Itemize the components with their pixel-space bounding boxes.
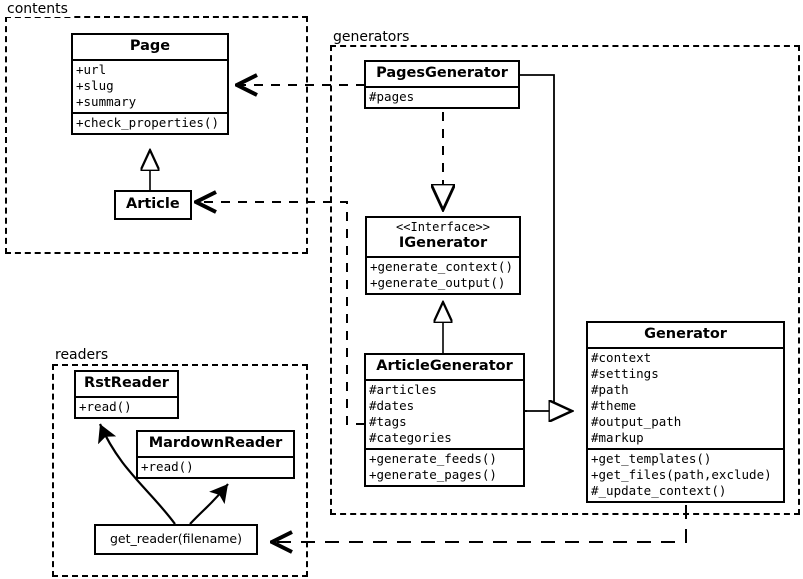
- package-contents: [5, 16, 308, 254]
- class-operation: +read(): [141, 459, 194, 474]
- function-label-get-reader: get_reader(filename): [110, 531, 242, 546]
- class-attribute: #output_path: [591, 414, 682, 429]
- class-box-igenerator[interactable]: <<Interface>> IGenerator +generate_conte…: [365, 216, 521, 295]
- package-label-readers: readers: [52, 347, 112, 363]
- class-box-article[interactable]: Article: [114, 190, 192, 220]
- class-title-rstreader: RstReader: [84, 375, 169, 391]
- class-operation: +read(): [79, 399, 132, 414]
- class-attributes-page: +url +slug +summary: [73, 59, 227, 112]
- class-box-generator[interactable]: Generator #context #settings #path #them…: [586, 321, 785, 503]
- class-operations-rstreader: +read(): [76, 396, 177, 417]
- class-box-page[interactable]: Page +url +slug +summary +check_properti…: [71, 33, 229, 135]
- class-attribute: +url: [76, 62, 107, 77]
- class-box-get-reader[interactable]: get_reader(filename): [94, 524, 258, 555]
- class-attribute: #articles: [369, 382, 437, 397]
- class-attribute: #tags: [369, 414, 407, 429]
- class-title-page: Page: [129, 38, 171, 54]
- class-title-generator: Generator: [644, 326, 727, 342]
- class-title-igenerator: IGenerator: [398, 235, 488, 251]
- class-operations-page: +check_properties(): [73, 112, 227, 133]
- class-attribute: #categories: [369, 430, 452, 445]
- class-stereotype-igenerator: <<Interface>>: [396, 220, 490, 234]
- class-operation: +generate_feeds(): [369, 451, 497, 466]
- class-operation: +check_properties(): [76, 115, 219, 130]
- class-attribute: #context: [591, 350, 652, 365]
- class-attribute: #path: [591, 382, 629, 397]
- class-attribute: #markup: [591, 430, 644, 445]
- package-readers: [52, 364, 308, 577]
- package-label-contents: contents: [4, 1, 71, 17]
- class-attributes-generator: #context #settings #path #theme #output_…: [588, 347, 783, 448]
- class-operations-igenerator: +generate_context() +generate_output(): [367, 256, 519, 293]
- class-operation: +get_templates(): [591, 451, 712, 466]
- class-attribute: #settings: [591, 366, 659, 381]
- class-attribute: +summary: [76, 94, 137, 109]
- class-operations-mardownreader: +read(): [138, 456, 293, 477]
- package-label-generators: generators: [330, 29, 413, 45]
- class-operations-generator: +get_templates() +get_files(path,exclude…: [588, 448, 783, 501]
- class-title-articlegenerator: ArticleGenerator: [376, 358, 513, 374]
- class-attributes-articlegenerator: #articles #dates #tags #categories: [366, 379, 523, 448]
- class-title-mardownreader: MardownReader: [148, 435, 283, 451]
- class-operation: #_update_context(): [591, 483, 727, 498]
- class-operation: +generate_output(): [370, 275, 506, 290]
- class-attribute: #theme: [591, 398, 637, 413]
- class-box-articlegenerator[interactable]: ArticleGenerator #articles #dates #tags …: [364, 353, 525, 487]
- class-title-pagesgenerator: PagesGenerator: [376, 65, 508, 81]
- class-operations-articlegenerator: +generate_feeds() +generate_pages(): [366, 448, 523, 485]
- class-attributes-pagesgenerator: #pages: [366, 86, 518, 107]
- class-box-rstreader[interactable]: RstReader +read(): [74, 370, 179, 419]
- class-operation: +generate_pages(): [369, 467, 497, 482]
- class-operation: +get_files(path,exclude): [591, 467, 772, 482]
- class-attribute: #pages: [369, 89, 415, 104]
- class-box-mardownreader[interactable]: MardownReader +read(): [136, 430, 295, 479]
- class-operation: +generate_context(): [370, 259, 513, 274]
- class-attribute: +slug: [76, 78, 114, 93]
- class-title-article: Article: [126, 196, 180, 212]
- class-box-pagesgenerator[interactable]: PagesGenerator #pages: [364, 60, 520, 109]
- class-attribute: #dates: [369, 398, 415, 413]
